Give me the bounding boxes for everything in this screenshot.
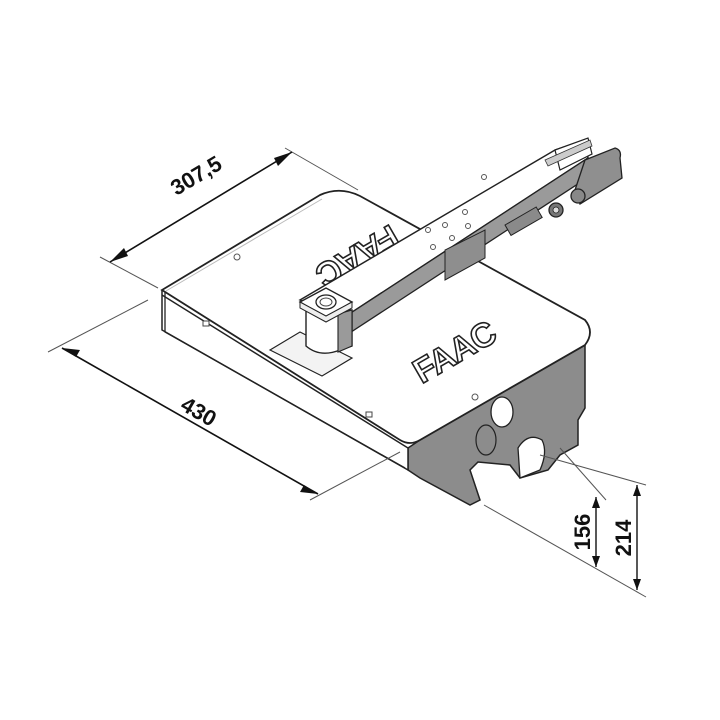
box-top-plate [160,189,591,444]
pivot-housing [298,287,354,354]
box-side-walls [161,290,586,506]
dimension-label-inner-height: 156 [570,514,595,551]
dimension-label-width: 307,5 [166,151,226,201]
dimension-heights: 156 214 [483,447,647,598]
operator-arm [298,137,623,338]
dimension-label-total-height: 214 [611,519,636,556]
dimension-label-length: 430 [177,391,221,431]
